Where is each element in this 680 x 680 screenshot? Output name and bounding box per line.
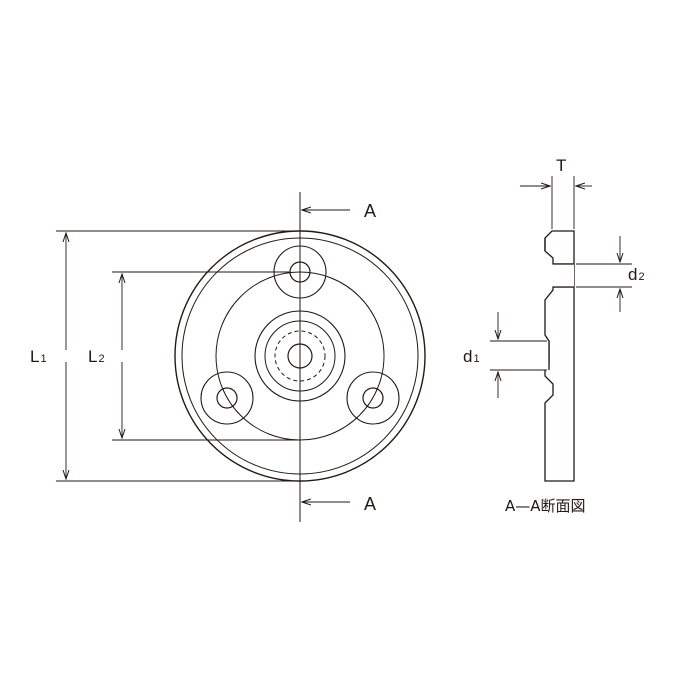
mount-hole-left — [200, 371, 254, 425]
section-center-bore-gap — [540, 341, 549, 370]
section-mount-hole-gap — [553, 264, 574, 287]
l1-label: L1 — [30, 347, 47, 366]
t-dimension: T — [520, 156, 592, 229]
section-label-bottom: A — [364, 494, 376, 514]
section-body — [544, 230, 575, 482]
d2-label: d2 — [628, 265, 645, 284]
outer-rim-inner-circle — [181, 237, 419, 475]
front-view: A A L1 L2 — [30, 192, 426, 522]
section-view: T d2 d1 A—A断面図 — [463, 156, 645, 515]
d2-dimension: d2 — [576, 236, 645, 312]
hub-inner-circle — [264, 320, 336, 392]
l1-dimension: L1 — [30, 230, 300, 482]
center-hole-circle — [287, 343, 313, 369]
l2-label: L2 — [88, 347, 105, 366]
section-caption: A—A断面図 — [505, 497, 586, 515]
d1-dimension: d1 — [463, 312, 547, 398]
section-label-top: A — [364, 201, 376, 221]
hub-outer-circle — [254, 310, 346, 402]
l2-dimension: L2 — [88, 271, 300, 441]
hub-hidden-circle — [274, 330, 326, 382]
mount-hole-right — [346, 371, 400, 425]
d1-label: d1 — [463, 347, 480, 366]
t-label: T — [556, 156, 566, 175]
